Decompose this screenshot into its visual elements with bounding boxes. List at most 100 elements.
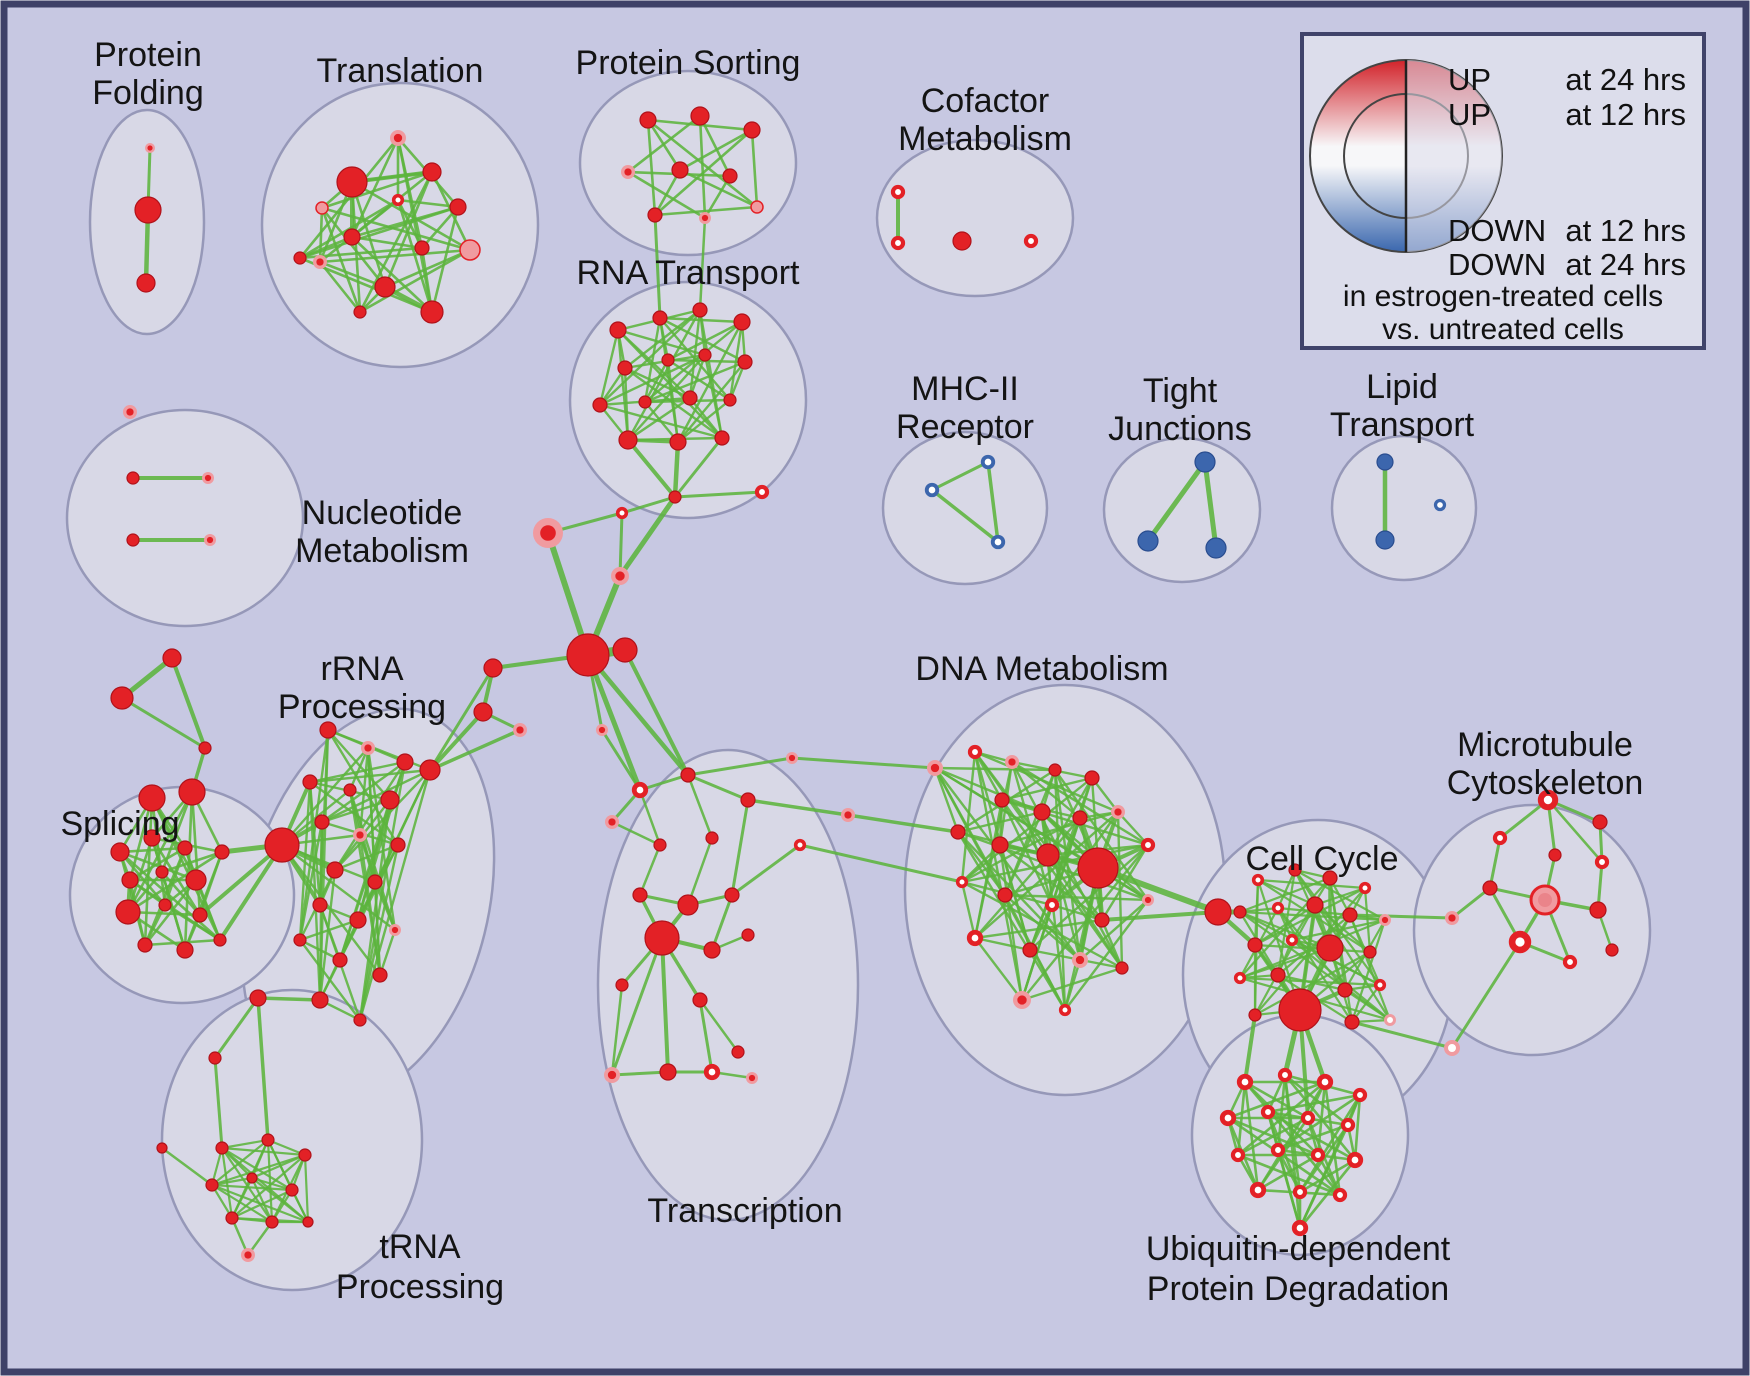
node-ub13[interactable]	[1249, 1181, 1267, 1199]
node-rr2[interactable]	[361, 741, 375, 755]
node-ub9[interactable]	[1230, 1147, 1246, 1163]
node-tn3[interactable]	[298, 1148, 312, 1162]
node-st3[interactable]	[198, 741, 212, 755]
node-tn0[interactable]	[249, 989, 267, 1007]
node-nm1[interactable]	[123, 405, 137, 419]
node-rr3[interactable]	[396, 753, 414, 771]
node-cc4[interactable]	[1358, 881, 1372, 895]
node-tr2[interactable]	[390, 130, 406, 146]
node-mc6[interactable]	[1482, 880, 1498, 896]
node-tc5[interactable]	[705, 831, 719, 845]
node-sp15[interactable]	[213, 933, 227, 947]
node-cc11[interactable]	[1285, 933, 1299, 947]
node-tr7[interactable]	[422, 162, 442, 182]
node-tr13[interactable]	[353, 305, 367, 319]
node-x6[interactable]	[612, 637, 638, 663]
node-dm4[interactable]	[1048, 763, 1062, 777]
node-x7[interactable]	[483, 658, 503, 678]
node-tnA[interactable]	[208, 1051, 222, 1065]
node-ub15[interactable]	[1332, 1187, 1348, 1203]
node-rr14[interactable]	[389, 924, 401, 936]
node-dm19[interactable]	[1142, 894, 1154, 906]
node-dm20[interactable]	[966, 929, 984, 947]
node-tc2[interactable]	[680, 767, 696, 783]
node-rr16[interactable]	[332, 952, 348, 968]
node-dm10[interactable]	[950, 824, 966, 840]
node-tj2[interactable]	[1194, 451, 1216, 473]
node-dm23[interactable]	[1115, 961, 1129, 975]
node-dm1[interactable]	[927, 760, 943, 776]
node-rr5[interactable]	[343, 783, 357, 797]
node-cc2[interactable]	[1288, 863, 1302, 877]
node-x5[interactable]	[566, 633, 610, 677]
node-ub8[interactable]	[1340, 1117, 1356, 1133]
node-tn9[interactable]	[302, 1216, 314, 1228]
node-dm13[interactable]	[1077, 847, 1119, 889]
node-dm17[interactable]	[1044, 897, 1060, 913]
node-tr4[interactable]	[343, 228, 361, 246]
node-tn5[interactable]	[246, 1172, 258, 1184]
node-tj3[interactable]	[1205, 537, 1227, 559]
node-ub14[interactable]	[1292, 1184, 1308, 1200]
node-dm18[interactable]	[1094, 912, 1110, 928]
node-tn4[interactable]	[205, 1178, 219, 1192]
node-rr12[interactable]	[312, 897, 328, 913]
node-x1[interactable]	[668, 490, 682, 504]
node-sp12[interactable]	[192, 907, 208, 923]
node-cc6[interactable]	[1271, 901, 1285, 915]
node-sp14[interactable]	[176, 941, 194, 959]
node-rt14[interactable]	[669, 433, 687, 451]
node-cc19[interactable]	[1248, 1008, 1262, 1022]
node-rr9[interactable]	[390, 837, 406, 853]
node-tn10[interactable]	[241, 1248, 255, 1262]
node-cc16[interactable]	[1278, 988, 1322, 1032]
node-cm2[interactable]	[890, 235, 906, 251]
node-cc3[interactable]	[1322, 870, 1338, 886]
node-tr12[interactable]	[420, 300, 444, 324]
node-ps1[interactable]	[639, 111, 657, 129]
node-dm7[interactable]	[1033, 803, 1051, 821]
node-dm5[interactable]	[1084, 770, 1100, 786]
node-ps7[interactable]	[647, 207, 663, 223]
node-ub5[interactable]	[1219, 1109, 1237, 1127]
node-tn8[interactable]	[265, 1215, 279, 1229]
node-cc7[interactable]	[1306, 896, 1324, 914]
node-rr7[interactable]	[314, 814, 330, 830]
node-st1[interactable]	[162, 648, 182, 668]
node-dm9[interactable]	[1111, 805, 1125, 819]
node-ps5[interactable]	[671, 161, 689, 179]
node-sp4[interactable]	[143, 829, 161, 847]
node-rr6[interactable]	[380, 790, 400, 810]
node-ub11[interactable]	[1310, 1147, 1326, 1163]
node-tc14[interactable]	[692, 992, 708, 1008]
node-nm2[interactable]	[126, 471, 140, 485]
node-cm1[interactable]	[890, 184, 906, 200]
node-cc13[interactable]	[1363, 945, 1377, 959]
node-tr8[interactable]	[449, 198, 467, 216]
node-ub12[interactable]	[1346, 1151, 1364, 1169]
node-sp2[interactable]	[178, 778, 206, 806]
node-rr0[interactable]	[419, 759, 441, 781]
node-rt10[interactable]	[638, 395, 652, 409]
node-sp1[interactable]	[138, 784, 166, 812]
node-sp13[interactable]	[137, 937, 153, 953]
node-tc1[interactable]	[631, 781, 649, 799]
node-ps8[interactable]	[699, 212, 711, 224]
node-tc3[interactable]	[605, 815, 619, 829]
node-pf1[interactable]	[145, 143, 155, 153]
node-rr1[interactable]	[319, 721, 337, 739]
node-ub16[interactable]	[1291, 1219, 1309, 1237]
node-rt9[interactable]	[592, 397, 608, 413]
node-tc10[interactable]	[644, 920, 680, 956]
node-rt3[interactable]	[692, 302, 708, 318]
node-cm4[interactable]	[1023, 233, 1039, 249]
node-x10[interactable]	[596, 724, 608, 736]
node-x4[interactable]	[611, 567, 629, 585]
node-xc[interactable]	[786, 752, 798, 764]
node-sp9[interactable]	[185, 869, 207, 891]
node-lt2[interactable]	[1375, 530, 1395, 550]
node-nm5[interactable]	[204, 534, 216, 546]
node-mh3[interactable]	[990, 534, 1006, 550]
node-tc11[interactable]	[703, 941, 721, 959]
node-tn1[interactable]	[215, 1141, 229, 1155]
